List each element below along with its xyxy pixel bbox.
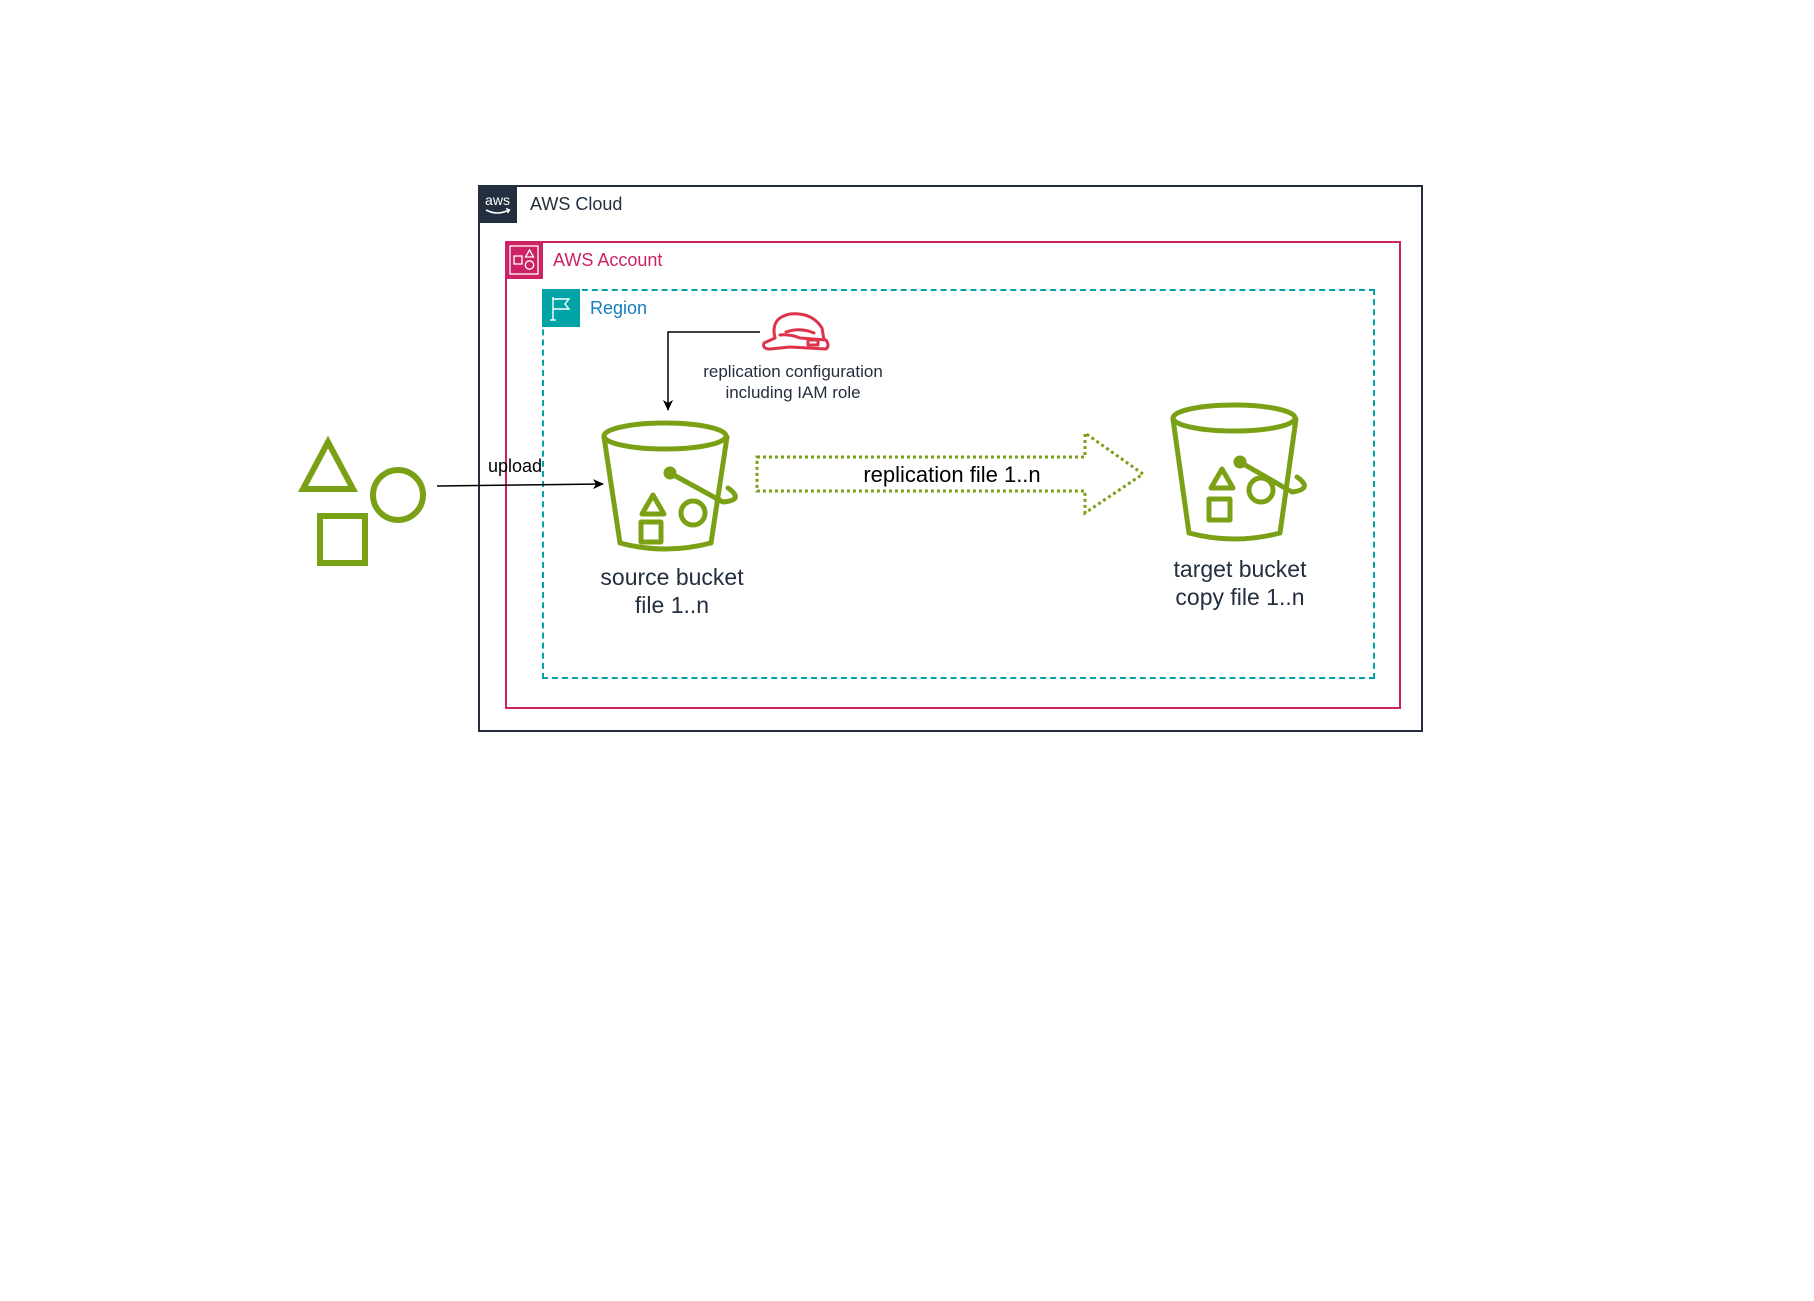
replication-config-line2: including IAM role xyxy=(725,383,861,402)
square-shape xyxy=(317,513,368,566)
config-arrow xyxy=(663,331,760,411)
objects-icon xyxy=(298,435,426,566)
target-bucket-caption: target bucket copy file 1..n xyxy=(1174,555,1307,611)
replication-config-line1: replication configuration xyxy=(703,362,883,381)
replication-arrow xyxy=(755,430,1146,516)
aws-account-label: AWS Account xyxy=(553,250,663,270)
region-label: Region xyxy=(590,298,648,318)
replication-config-caption: replication configuration including IAM … xyxy=(703,361,883,403)
aws-logo-icon: aws xyxy=(478,185,517,223)
aws-account-group xyxy=(505,241,1401,709)
account-icon xyxy=(505,241,543,279)
source-bucket-line1: source bucket xyxy=(600,564,744,590)
target-bucket-line1: target bucket xyxy=(1173,556,1307,582)
iam-helmet-icon[interactable] xyxy=(762,312,830,351)
target-bucket-icon[interactable] xyxy=(1170,402,1307,542)
source-bucket-icon[interactable] xyxy=(601,420,738,552)
aws-cloud-label: AWS Cloud xyxy=(530,194,623,214)
source-bucket-caption: source bucket file 1..n xyxy=(600,563,743,619)
triangle-shape xyxy=(298,435,358,492)
svg-text:aws: aws xyxy=(485,192,510,208)
replication-edge-label: replication file 1..n xyxy=(863,462,1041,487)
circle-shape xyxy=(370,467,426,523)
source-bucket-line2: file 1..n xyxy=(634,592,710,618)
upload-edge-label: upload xyxy=(488,456,543,476)
region-flag-icon xyxy=(542,289,580,327)
aws-cloud-group xyxy=(478,185,1423,732)
upload-arrow xyxy=(436,479,604,490)
target-bucket-line2: copy file 1..n xyxy=(1175,584,1305,610)
